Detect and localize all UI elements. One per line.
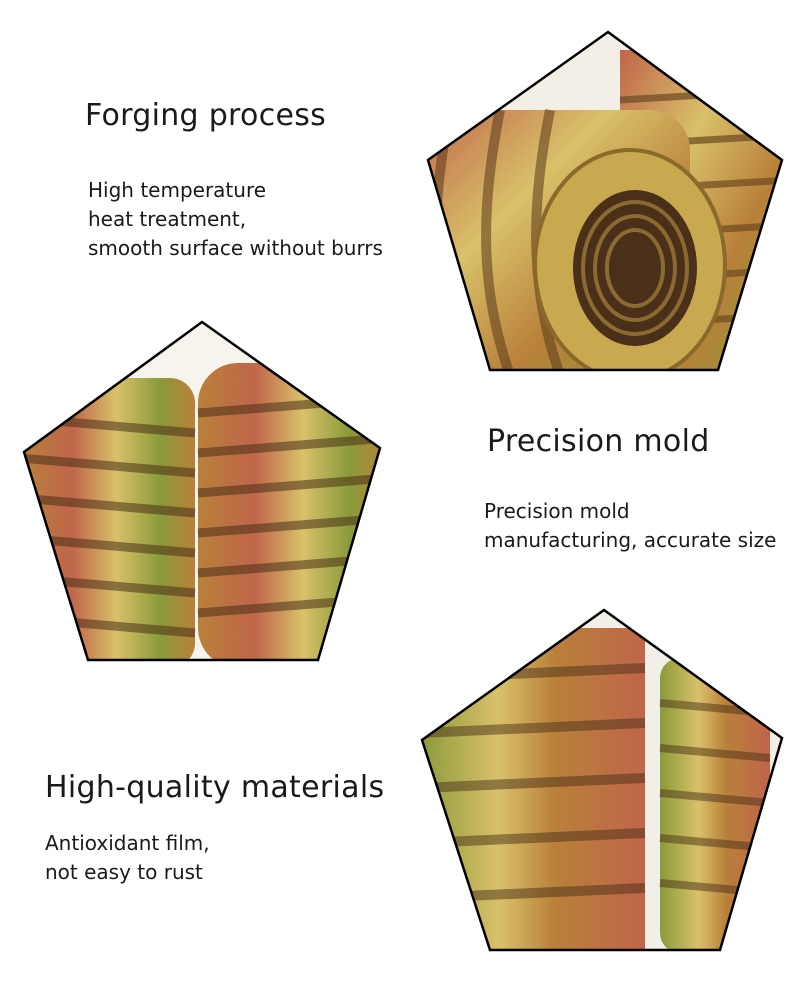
section-title-forging: Forging process <box>85 98 327 133</box>
desc-line: not easy to rust <box>45 860 203 884</box>
threaded-inserts-closeup-photo <box>420 608 790 953</box>
insert-small-body <box>659 658 771 950</box>
desc-line: manufacturing, accurate size <box>484 528 777 552</box>
insert-front-body <box>428 109 727 370</box>
insert-large-body <box>422 628 646 950</box>
section-title-precision: Precision mold <box>487 424 710 459</box>
section-desc-precision: Precision mold manufacturing, accurate s… <box>484 497 776 555</box>
desc-line: Precision mold <box>484 499 630 523</box>
section-desc-materials: Antioxidant film, not easy to rust <box>45 829 210 887</box>
desc-line: High temperature <box>88 178 267 202</box>
desc-line: heat treatment, <box>88 207 247 231</box>
threaded-inserts-side-photo <box>20 318 390 668</box>
desc-line: Antioxidant film, <box>45 831 210 855</box>
section-desc-forging: High temperature heat treatment, smooth … <box>88 176 383 263</box>
threaded-insert-bore-photo <box>420 30 790 375</box>
section-title-materials: High-quality materials <box>45 770 385 805</box>
desc-line: smooth surface without burrs <box>88 236 383 260</box>
